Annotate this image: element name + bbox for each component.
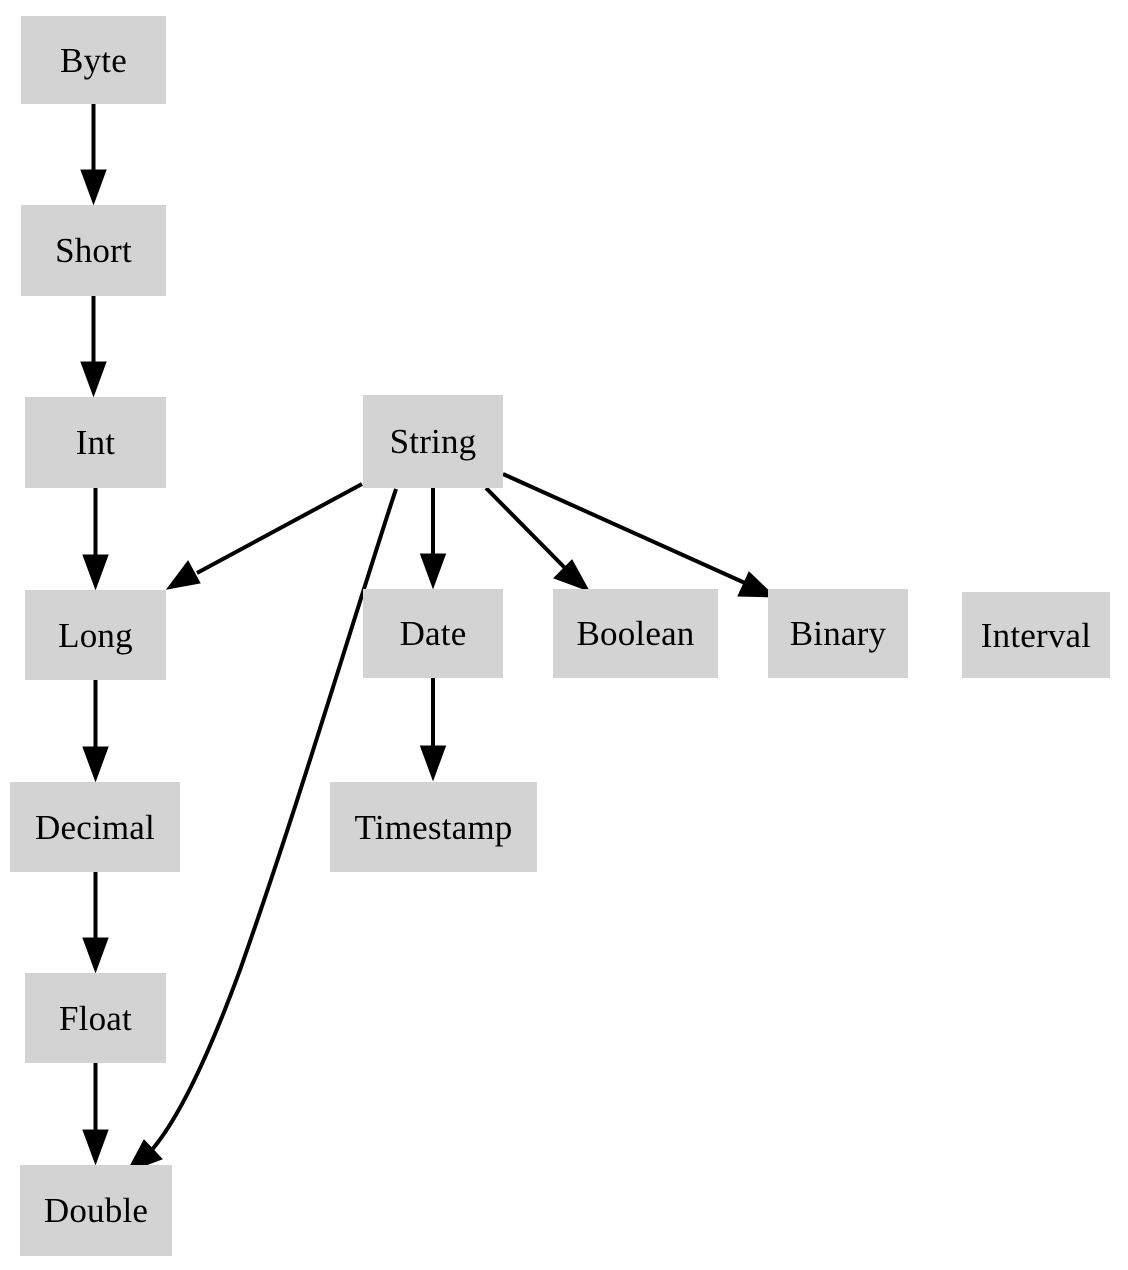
node-decimal[interactable]: Decimal [10,782,180,872]
edge-date-timestamp [419,678,447,782]
node-timestamp[interactable]: Timestamp [330,782,537,872]
node-binary[interactable]: Binary [768,589,908,678]
edge-string-date [419,488,447,590]
edge-string-boolean [484,486,591,592]
node-int[interactable]: Int [25,397,166,488]
edge-decimal-float [82,872,109,974]
node-short[interactable]: Short [21,205,166,296]
node-label: Short [55,231,132,270]
edge-short-int [80,296,107,398]
node-long[interactable]: Long [25,590,166,680]
node-string[interactable]: String [363,395,503,488]
node-label: Int [75,423,116,462]
node-byte[interactable]: Byte [21,16,166,104]
edge-string-binary [502,472,777,598]
node-boolean[interactable]: Boolean [553,589,718,678]
node-label: Interval [980,615,1092,655]
node-label: Long [58,615,133,655]
node-double[interactable]: Double [20,1165,172,1256]
node-date[interactable]: Date [363,589,503,678]
node-label: Decimal [35,807,155,847]
edge-string-long [165,482,363,590]
edge-float-double [82,1063,109,1166]
edge-byte-short [80,104,107,206]
edge-long-decimal [82,680,109,783]
node-label: Byte [60,40,127,80]
edge-int-long [82,488,109,591]
node-label: Float [59,998,132,1038]
node-label: Boolean [576,614,695,653]
node-interval[interactable]: Interval [962,592,1110,678]
node-float[interactable]: Float [25,973,166,1063]
node-label: Binary [789,614,887,653]
node-label: Double [43,1191,149,1230]
node-label: Timestamp [354,807,513,847]
node-label: Date [399,614,467,653]
node-label: String [389,422,477,461]
